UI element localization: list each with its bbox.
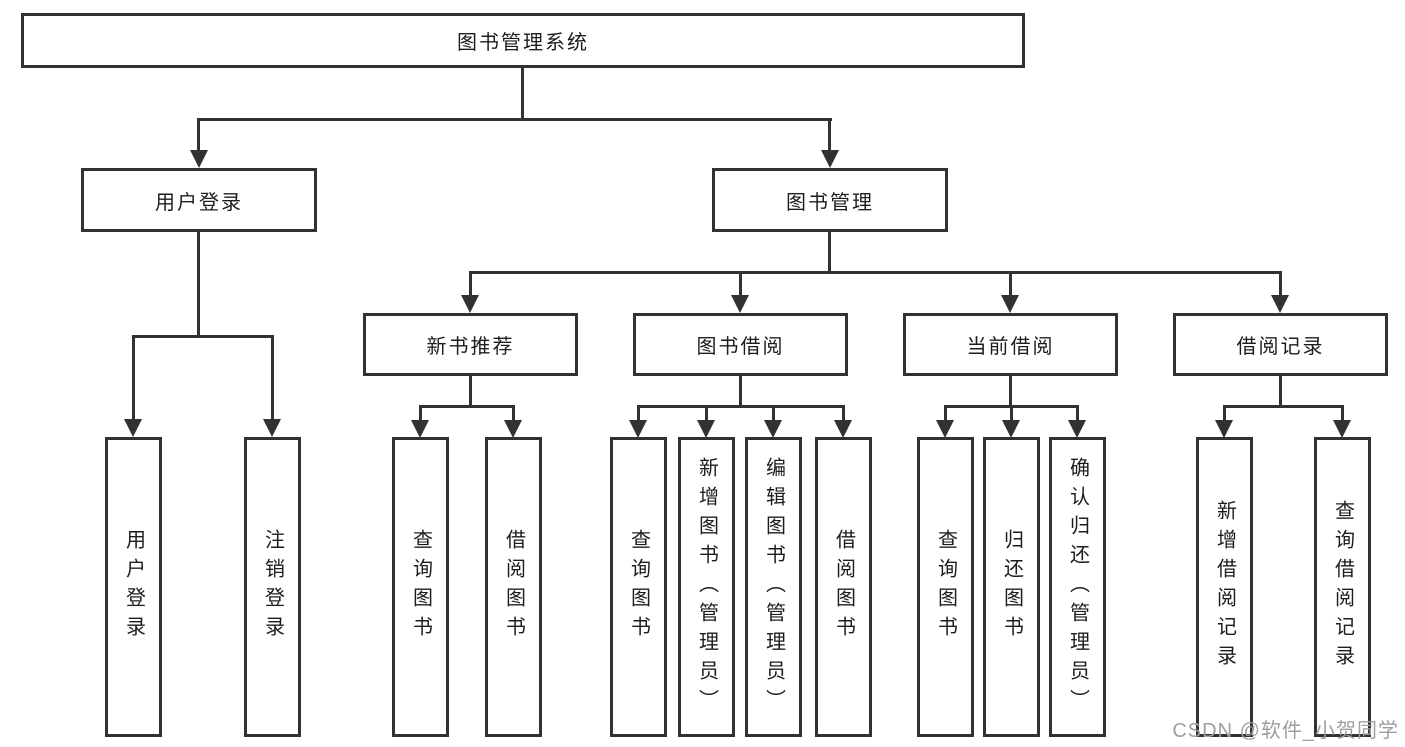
node-library-management-system: 图书管理系统 (21, 13, 1025, 68)
arrow-down-icon (1215, 420, 1233, 438)
arrow-down-icon (263, 419, 281, 437)
connector-line (521, 68, 524, 121)
node-query-books-recommend: 查询图书 (392, 437, 449, 737)
arrow-down-icon (1271, 295, 1289, 313)
connector-line (419, 405, 515, 408)
arrow-down-icon (629, 420, 647, 438)
arrow-down-icon (731, 295, 749, 313)
connector-line (828, 232, 831, 273)
node-user-login-leaf: 用户登录 (105, 437, 162, 737)
arrow-down-icon (764, 420, 782, 438)
node-borrow-books-leaf: 借阅图书 (815, 437, 872, 737)
arrow-down-icon (821, 150, 839, 168)
connector-line (197, 118, 832, 121)
node-borrow-books-recommend: 借阅图书 (485, 437, 542, 737)
arrow-down-icon (834, 420, 852, 438)
connector-line (1076, 405, 1079, 422)
connector-line (1279, 271, 1282, 297)
arrow-down-icon (461, 295, 479, 313)
connector-line (739, 376, 742, 407)
node-query-borrow-record: 查询借阅记录 (1314, 437, 1371, 737)
connector-line (739, 271, 742, 297)
node-borrowing-records: 借阅记录 (1173, 313, 1388, 376)
node-query-books-current: 查询图书 (917, 437, 974, 737)
connector-line (828, 118, 831, 152)
node-current-borrowing: 当前借阅 (903, 313, 1118, 376)
node-new-book-recommendation: 新书推荐 (363, 313, 578, 376)
node-edit-books-admin: 编辑图书（管理员） (745, 437, 802, 737)
node-logout: 注销登录 (244, 437, 301, 737)
connector-line (132, 335, 135, 421)
arrow-down-icon (1068, 420, 1086, 438)
node-confirm-return-admin: 确认归还（管理员） (1049, 437, 1106, 737)
connector-line (469, 271, 1282, 274)
connector-line (132, 335, 274, 338)
connector-line (419, 405, 422, 422)
connector-line (1009, 271, 1012, 297)
node-add-borrow-record: 新增借阅记录 (1196, 437, 1253, 737)
connector-line (197, 118, 200, 152)
connector-line (1341, 405, 1344, 422)
connector-line (772, 405, 775, 422)
node-add-books-admin: 新增图书（管理员） (678, 437, 735, 737)
node-book-management: 图书管理 (712, 168, 948, 232)
connector-line (469, 376, 472, 407)
connector-line (1009, 376, 1012, 407)
connector-line (842, 405, 845, 422)
connector-line (944, 405, 947, 422)
watermark: CSDN @软件_小贺同学 (1172, 720, 1399, 742)
node-user-login: 用户登录 (81, 168, 317, 232)
connector-line (1010, 405, 1013, 422)
connector-line (637, 405, 845, 408)
arrow-down-icon (1333, 420, 1351, 438)
connector-line (1279, 376, 1282, 407)
arrow-down-icon (411, 420, 429, 438)
connector-line (271, 335, 274, 421)
connector-line (705, 405, 708, 422)
arrow-down-icon (124, 419, 142, 437)
arrow-down-icon (936, 420, 954, 438)
connector-line (1223, 405, 1344, 408)
connector-line (637, 405, 640, 422)
connector-line (1223, 405, 1226, 422)
connector-line (469, 271, 472, 297)
arrow-down-icon (504, 420, 522, 438)
arrow-down-icon (1001, 295, 1019, 313)
node-book-borrowing: 图书借阅 (633, 313, 848, 376)
connector-line (512, 405, 515, 422)
arrow-down-icon (1002, 420, 1020, 438)
arrow-down-icon (190, 150, 208, 168)
node-query-books-borrow: 查询图书 (610, 437, 667, 737)
connector-line (197, 232, 200, 337)
node-return-books: 归还图书 (983, 437, 1040, 737)
arrow-down-icon (697, 420, 715, 438)
